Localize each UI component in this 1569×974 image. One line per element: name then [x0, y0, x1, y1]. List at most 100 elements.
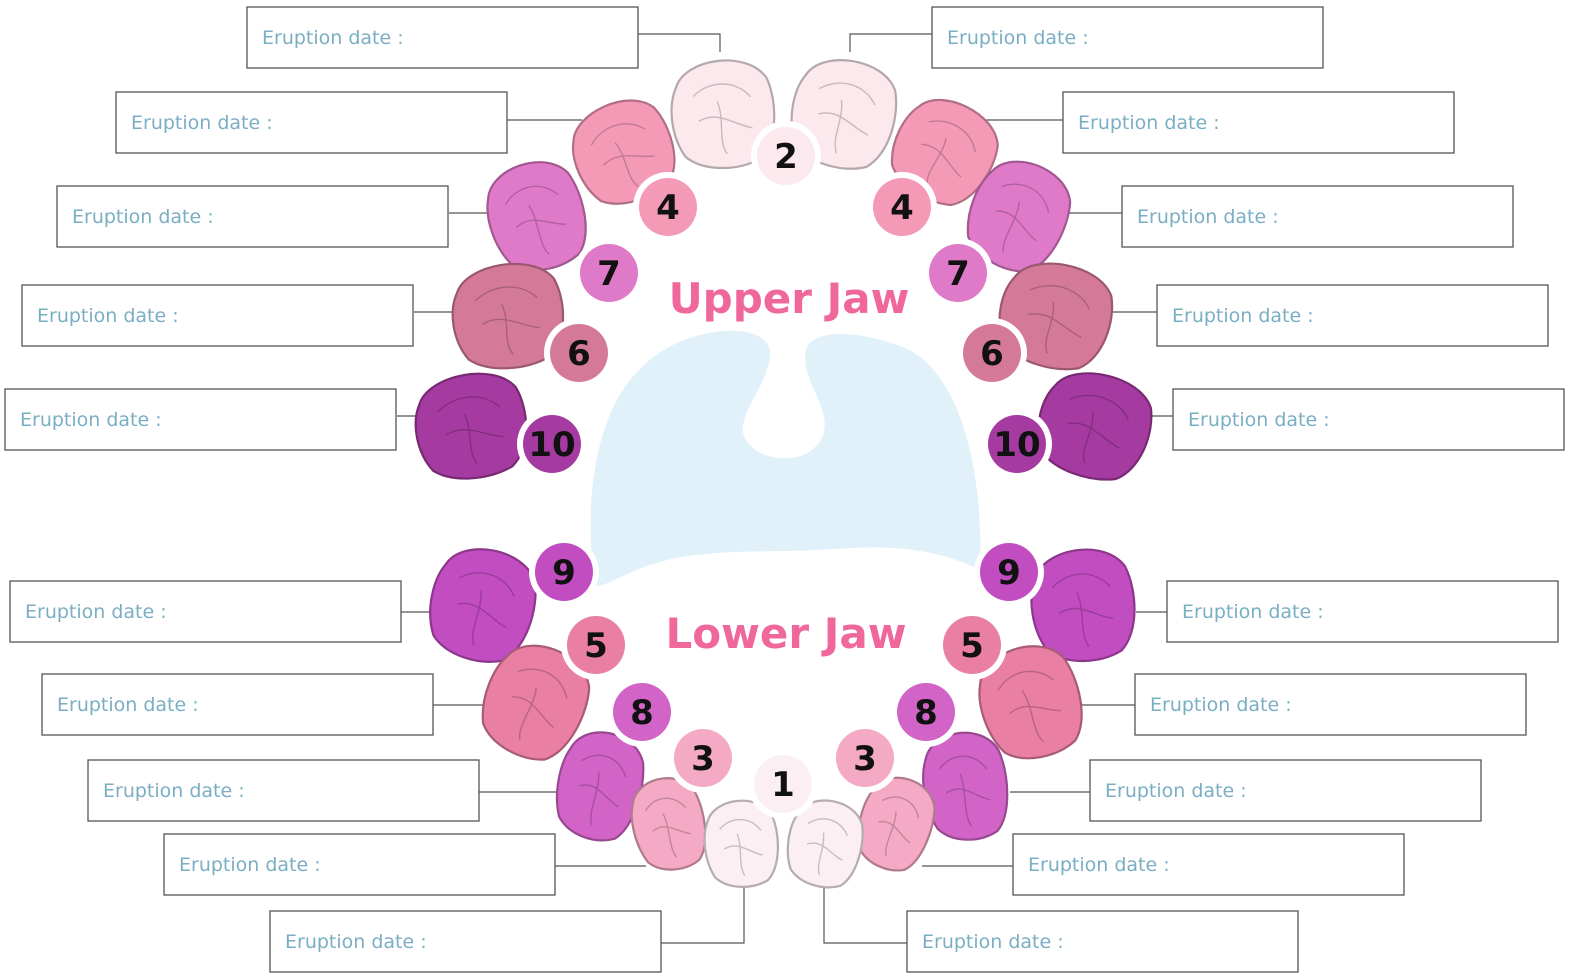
eruption-date-label: Eruption date :: [1172, 305, 1314, 327]
upper-right-second-molar-order-badge: 10: [982, 409, 1052, 479]
eruption-date-box[interactable]: [56, 185, 449, 248]
eruption-date-box[interactable]: [1156, 284, 1549, 347]
eruption-date-label: Eruption date :: [20, 409, 162, 431]
eruption-date-label: Eruption date :: [262, 27, 404, 49]
eruption-date-label: Eruption date :: [1028, 854, 1170, 876]
upper-left-second-molar-tooth: [414, 372, 528, 480]
lower-left-first-molar-order-number: 5: [584, 626, 608, 666]
upper-right-canine-eruption-field[interactable]: Eruption date :: [1121, 185, 1514, 248]
upper-left-second-molar-order-number: 10: [528, 425, 575, 465]
leader-line: [638, 33, 721, 52]
upper-right-lateral-incisor-eruption-field[interactable]: Eruption date :: [1062, 91, 1455, 154]
lower-left-second-molar-order-number: 9: [552, 553, 576, 593]
upper-right-lateral-incisor-order-number: 4: [890, 188, 914, 228]
upper-jaw-title: Upper Jaw: [669, 274, 910, 323]
eruption-date-box[interactable]: [1121, 185, 1514, 248]
lower-left-central-incisor-order-badge: 1: [748, 749, 818, 819]
lower-right-first-molar-tooth: [978, 645, 1083, 760]
eruption-date-label: Eruption date :: [103, 780, 245, 802]
upper-right-first-molar-eruption-field[interactable]: Eruption date :: [1156, 284, 1549, 347]
upper-left-lateral-incisor-order-badge: 4: [633, 172, 703, 242]
lower-left-first-molar-order-badge: 5: [561, 610, 631, 680]
lower-right-canine-eruption-field[interactable]: Eruption date :: [1089, 759, 1482, 822]
upper-left-central-incisor-eruption-field[interactable]: Eruption date :: [246, 6, 639, 69]
eruption-date-box[interactable]: [9, 580, 402, 643]
lower-right-first-molar-order-badge: 5: [937, 610, 1007, 680]
lower-right-first-molar-order-number: 5: [960, 626, 984, 666]
upper-right-first-molar-order-number: 6: [980, 334, 1004, 374]
eruption-date-box[interactable]: [21, 284, 414, 347]
lower-right-lateral-incisor-order-number: 3: [853, 739, 877, 779]
upper-right-second-molar-eruption-field[interactable]: Eruption date :: [1172, 388, 1565, 451]
lower-right-first-molar-eruption-field[interactable]: Eruption date :: [1134, 673, 1527, 736]
lower-left-lateral-incisor-order-badge: 3: [668, 723, 738, 793]
upper-left-first-molar-eruption-field[interactable]: Eruption date :: [21, 284, 414, 347]
eruption-date-label: Eruption date :: [922, 931, 1064, 953]
lower-left-central-incisor-eruption-field[interactable]: Eruption date :: [269, 910, 662, 973]
eruption-date-box[interactable]: [4, 388, 397, 451]
upper-left-canine-eruption-field[interactable]: Eruption date :: [56, 185, 449, 248]
eruption-date-box[interactable]: [87, 759, 480, 822]
lower-right-lateral-incisor-eruption-field[interactable]: Eruption date :: [1012, 833, 1405, 896]
eruption-date-box[interactable]: [1134, 673, 1527, 736]
upper-left-second-molar-order-badge: 10: [517, 409, 587, 479]
lower-left-first-molar-eruption-field[interactable]: Eruption date :: [41, 673, 434, 736]
upper-left-canine-tooth: [486, 161, 587, 272]
upper-left-canine-order-number: 7: [597, 254, 621, 294]
upper-right-central-incisor-eruption-field[interactable]: Eruption date :: [931, 6, 1324, 69]
eruption-date-box[interactable]: [163, 833, 556, 896]
eruption-date-label: Eruption date :: [285, 931, 427, 953]
eruption-date-box[interactable]: [269, 910, 662, 973]
upper-left-first-molar-order-badge: 6: [544, 318, 614, 388]
eruption-date-box[interactable]: [1062, 91, 1455, 154]
lower-right-central-incisor-tooth: [786, 799, 864, 889]
eruption-date-label: Eruption date :: [57, 694, 199, 716]
eruption-date-label: Eruption date :: [131, 112, 273, 134]
eruption-date-box[interactable]: [906, 910, 1299, 973]
eruption-date-box[interactable]: [1172, 388, 1565, 451]
upper-left-second-molar-eruption-field[interactable]: Eruption date :: [4, 388, 397, 451]
eruption-date-box[interactable]: [1166, 580, 1559, 643]
eruption-date-label: Eruption date :: [1137, 206, 1279, 228]
lower-right-second-molar-order-badge: 9: [974, 537, 1044, 607]
eruption-date-box[interactable]: [931, 6, 1324, 69]
eruption-date-box[interactable]: [115, 91, 508, 154]
eruption-date-box[interactable]: [246, 6, 639, 69]
lower-right-second-molar-order-number: 9: [997, 553, 1021, 593]
eruption-date-label: Eruption date :: [1105, 780, 1247, 802]
lower-right-second-molar-eruption-field[interactable]: Eruption date :: [1166, 580, 1559, 643]
eruption-date-box[interactable]: [41, 673, 434, 736]
eruption-date-label: Eruption date :: [1188, 409, 1330, 431]
upper-left-canine-order-badge: 7: [574, 238, 644, 308]
eruption-date-label: Eruption date :: [947, 27, 1089, 49]
eruption-date-label: Eruption date :: [1182, 601, 1324, 623]
lower-right-lateral-incisor-order-badge: 3: [830, 723, 900, 793]
lower-left-central-incisor-tooth: [703, 799, 779, 888]
eruption-date-label: Eruption date :: [1078, 112, 1220, 134]
lower-right-central-incisor-eruption-field[interactable]: Eruption date :: [906, 910, 1299, 973]
leader-line: [849, 33, 932, 52]
upper-right-second-molar-order-number: 10: [993, 425, 1040, 465]
lower-left-second-molar-eruption-field[interactable]: Eruption date :: [9, 580, 402, 643]
eruption-date-label: Eruption date :: [179, 854, 321, 876]
lower-right-canine-order-number: 8: [914, 693, 938, 733]
lower-right-second-molar-tooth: [1030, 548, 1136, 663]
upper-left-first-molar-order-number: 6: [567, 334, 591, 374]
upper-left-lateral-incisor-order-number: 4: [656, 188, 680, 228]
upper-right-first-molar-order-badge: 6: [957, 318, 1027, 388]
lower-left-canine-order-number: 8: [630, 693, 654, 733]
upper-right-canine-order-badge: 7: [923, 238, 993, 308]
upper-left-central-incisor-order-badge: 2: [751, 121, 821, 191]
lower-jaw-title: Lower Jaw: [665, 609, 906, 658]
lower-left-lateral-incisor-order-number: 3: [691, 739, 715, 779]
upper-right-canine-order-number: 7: [946, 254, 970, 294]
lower-right-canine-order-badge: 8: [891, 677, 961, 747]
eruption-date-label: Eruption date :: [37, 305, 179, 327]
eruption-date-box[interactable]: [1089, 759, 1482, 822]
eruption-date-box[interactable]: [1012, 833, 1405, 896]
leader-line: [823, 884, 907, 944]
upper-left-lateral-incisor-eruption-field[interactable]: Eruption date :: [115, 91, 508, 154]
lower-left-lateral-incisor-eruption-field[interactable]: Eruption date :: [163, 833, 556, 896]
lower-left-canine-eruption-field[interactable]: Eruption date :: [87, 759, 480, 822]
